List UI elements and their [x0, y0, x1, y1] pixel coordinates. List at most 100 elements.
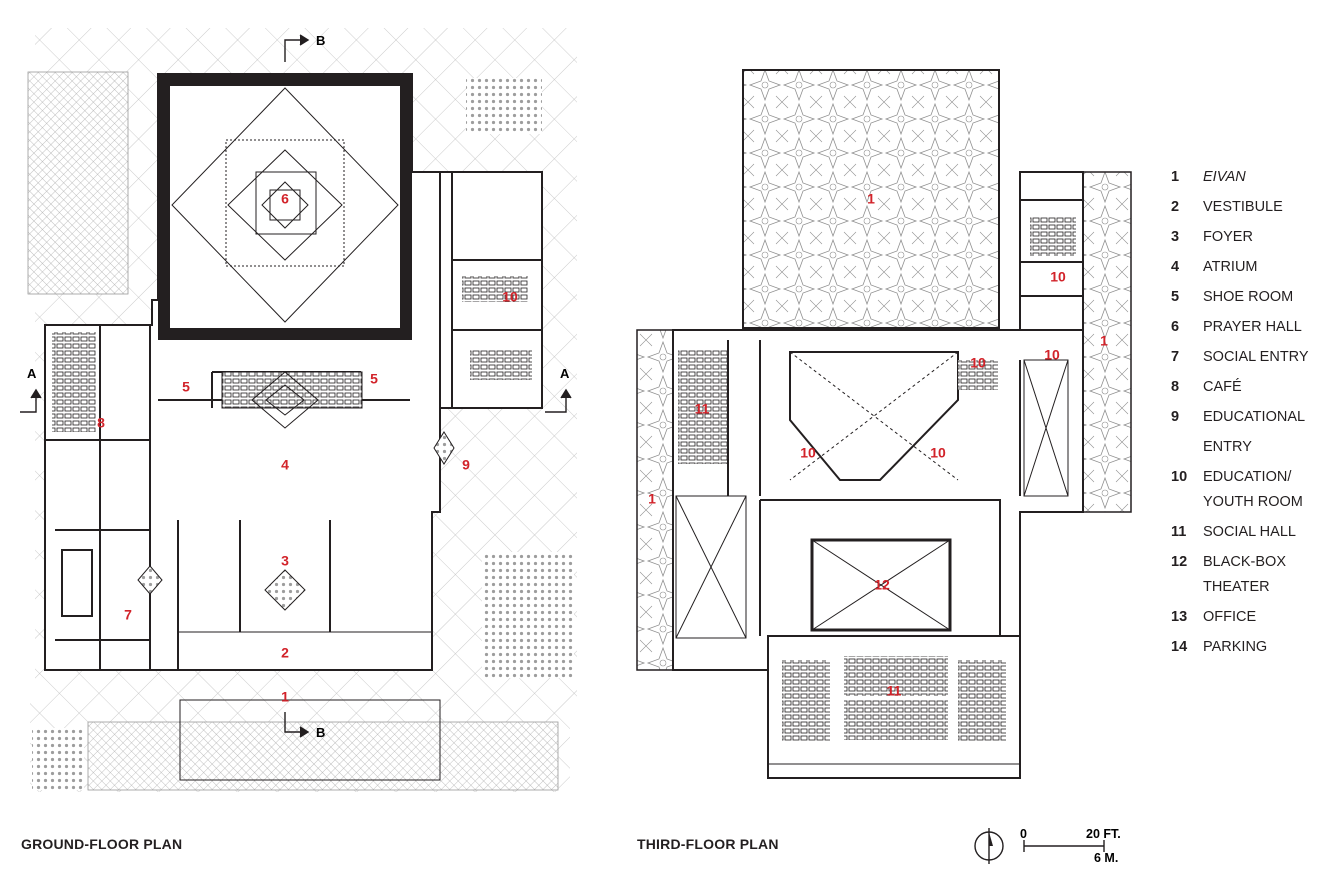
- legend-label: FOYER: [1203, 229, 1253, 245]
- room-number: 5: [182, 379, 190, 395]
- room-number: 11: [887, 683, 902, 699]
- section-marker-b-top: [284, 34, 310, 62]
- legend-item: 6 PRAYER HALL: [1171, 312, 1321, 342]
- room-number: 1: [648, 491, 656, 507]
- foyer-floor-pattern: [264, 569, 306, 611]
- legend-label: PARKING: [1203, 639, 1268, 655]
- legend-number: 11: [1171, 524, 1187, 540]
- legend-item: 5 SHOE ROOM: [1171, 282, 1321, 312]
- legend-number: 9: [1171, 409, 1180, 425]
- legend-number: 12: [1171, 554, 1188, 570]
- room-number: 10: [1050, 269, 1066, 285]
- section-marker-b-bottom: [284, 712, 310, 738]
- legend-number: 5: [1171, 289, 1180, 305]
- legend-number: 3: [1171, 229, 1180, 245]
- legend-item: 4 ATRIUM: [1171, 252, 1321, 282]
- section-label-a-right: A: [560, 366, 570, 381]
- legend-item: 7 SOCIAL ENTRY: [1171, 342, 1321, 372]
- atrium-diamond: [251, 371, 319, 429]
- north-arrow-icon: [974, 828, 1004, 864]
- third-walls: [672, 199, 1083, 670]
- social-hall-left-seating: [678, 350, 728, 464]
- legend-number: 1: [1171, 169, 1180, 185]
- black-box-theater: [810, 538, 952, 632]
- cafe-seating: [52, 332, 96, 432]
- room-number: 5: [370, 371, 378, 387]
- education-tables-2: [470, 350, 532, 380]
- legend-number: 14: [1171, 639, 1188, 655]
- social-hall-bottom-seating-1: [782, 660, 830, 704]
- legend-item: 9 EDUCATIONAL ENTRY: [1171, 402, 1321, 462]
- social-hall-bottom-seating-2: [844, 656, 948, 696]
- legend-number: 8: [1171, 379, 1180, 395]
- eivan-terrace-right: [1082, 171, 1132, 513]
- scale-bar: [1023, 840, 1105, 852]
- legend-number: 2: [1171, 199, 1180, 215]
- social-hall-bottom-seating-6: [958, 702, 1006, 742]
- landscape-pattern-corner: [32, 728, 84, 790]
- third-building-footprint: [672, 171, 1084, 779]
- room-number: 7: [124, 607, 132, 623]
- legend-label: PRAYER HALL: [1203, 319, 1302, 335]
- section-label-b-bottom: B: [316, 725, 325, 740]
- legend-label: EDUCATIONAL ENTRY: [1203, 409, 1306, 455]
- legend-number: 6: [1171, 319, 1180, 335]
- kitchen-block: [61, 549, 93, 617]
- legend-item: 11 SOCIAL HALL: [1171, 517, 1321, 547]
- legend-item: 2 VESTIBULE: [1171, 192, 1321, 222]
- legend-item: 8 CAFÉ: [1171, 372, 1321, 402]
- room-number: 4: [281, 457, 289, 473]
- social-hall-bottom-seating-4: [782, 702, 830, 742]
- social-entry-pattern: [137, 565, 163, 595]
- ground-floor-plan: B B A A 1 2 3 4 5 5 6 7 8 9 10: [20, 28, 577, 792]
- education-desks-third-2: [958, 360, 998, 390]
- legend-item: 3 FOYER: [1171, 222, 1321, 252]
- room-number: 2: [281, 645, 289, 661]
- prayer-hall-pattern: [171, 87, 399, 323]
- legend-label: SOCIAL HALL: [1203, 524, 1296, 540]
- room-number: 1: [867, 191, 875, 207]
- scale-zero: 0: [1020, 827, 1027, 841]
- social-hall-bottom-seating-5: [844, 700, 948, 740]
- social-hall-bottom-seating-3: [958, 660, 1006, 704]
- legend-label: SOCIAL ENTRY: [1203, 349, 1309, 365]
- legend-label: CAFÉ: [1203, 379, 1242, 395]
- room-number: 10: [930, 445, 946, 461]
- room-number: 10: [800, 445, 816, 461]
- room-number: 10: [970, 355, 986, 371]
- ed-entry-pattern: [433, 431, 455, 465]
- scale-feet: 20 FT.: [1086, 827, 1121, 841]
- room-number: 6: [281, 191, 289, 207]
- education-tables: [462, 276, 528, 302]
- landscape-pattern-bottom: [87, 721, 559, 791]
- legend-label: SHOE ROOM: [1203, 289, 1294, 305]
- room-number: 8: [97, 415, 105, 431]
- room-number: 11: [695, 401, 710, 417]
- third-stair-right: [1023, 359, 1069, 497]
- eivan-terrace-top: [742, 69, 1000, 329]
- room-number: 10: [502, 289, 518, 305]
- ground-floor-caption: GROUND-FLOOR PLAN: [21, 836, 183, 852]
- legend-number: 4: [1171, 259, 1180, 275]
- legend-number: 13: [1171, 609, 1188, 625]
- legend-number: 7: [1171, 349, 1180, 365]
- legend-item: 14 PARKING: [1171, 632, 1321, 662]
- room-number: 12: [874, 577, 890, 593]
- landscape-pattern-topright: [466, 78, 542, 134]
- legend-label: BLACK-BOX THEATER: [1203, 554, 1286, 595]
- education-desks-third: [1030, 216, 1076, 256]
- section-marker-a-left: [20, 388, 42, 413]
- third-floor-caption: THIRD-FLOOR PLAN: [637, 836, 779, 852]
- room-number: 1: [281, 689, 289, 705]
- third-atrium-void: [789, 351, 959, 481]
- legend-number: 10: [1171, 469, 1188, 485]
- legend-label: VESTIBULE: [1203, 199, 1283, 215]
- landscape-pattern-right: [482, 552, 574, 678]
- legend-label: ATRIUM: [1203, 259, 1258, 275]
